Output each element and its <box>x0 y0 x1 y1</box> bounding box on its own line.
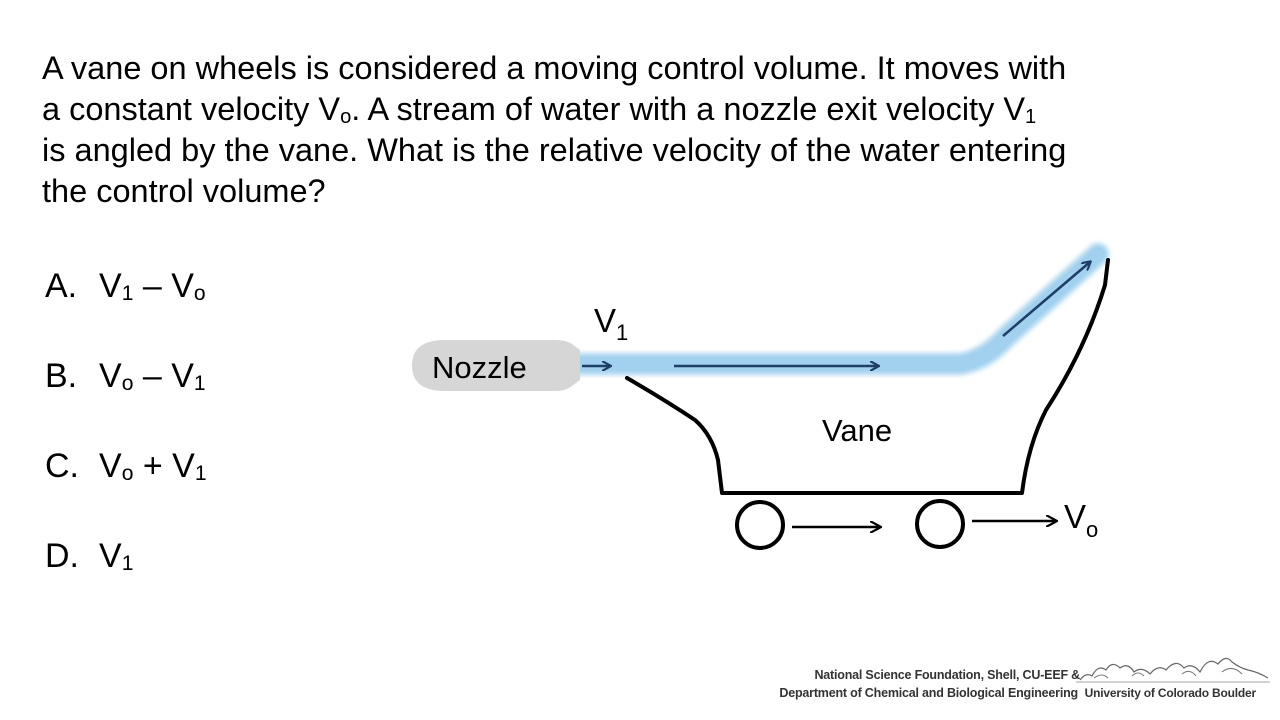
choice-operator: + V <box>133 447 195 485</box>
choice-letter: C. <box>45 447 79 485</box>
question-v1-subscript: 1 <box>1025 106 1037 128</box>
nozzle-shape <box>412 340 580 391</box>
question-line-1: A vane on wheels is considered a moving … <box>42 50 1067 86</box>
university-name: University of Colorado Boulder <box>1084 686 1257 700</box>
funding-credit: National Science Foundation, Shell, CU-E… <box>814 668 1080 682</box>
question-line-2a: a constant velocity V <box>42 91 341 127</box>
choice-letter: B. <box>45 357 78 395</box>
choice-letter: D. <box>45 537 79 575</box>
question-line-2c: . A stream of water with a nozzle exit v… <box>351 91 1026 127</box>
flow-arrow-inclined <box>1002 262 1090 337</box>
choice-c: C. Vo + V1 <box>45 446 207 486</box>
choice-subscript: 1 <box>121 282 134 305</box>
choice-subscript: o <box>121 372 134 395</box>
question-line-3: is angled by the vane. What is the relat… <box>42 132 1067 168</box>
choice-operator: – V <box>133 267 194 305</box>
wheel-left <box>735 500 785 550</box>
footer-credits: National Science Foundation, Shell, CU-E… <box>720 650 1280 720</box>
choice-subscript: 1 <box>121 552 134 575</box>
choice-subscript: o <box>121 462 134 485</box>
choice-subscript: o <box>193 282 206 305</box>
choice-text: V <box>99 537 122 575</box>
choice-subscript: 1 <box>194 462 207 485</box>
choice-operator: – V <box>133 357 194 395</box>
water-stream-core <box>571 247 1105 371</box>
nozzle-label: Nozzle <box>432 350 527 385</box>
question-vo-subscript: o <box>340 106 352 128</box>
department-credit: Department of Chemical and Biological En… <box>779 686 1078 700</box>
choice-text: V <box>99 447 122 485</box>
choice-letter: A. <box>45 267 78 305</box>
v1-label: V1 <box>594 302 628 345</box>
choice-d: D. V1 <box>45 536 133 576</box>
choice-text: V <box>99 357 122 395</box>
choice-b: B. Vo – V1 <box>45 356 206 396</box>
choice-a: A. V1 – Vo <box>45 266 206 306</box>
choice-text: V <box>99 267 122 305</box>
water-stream <box>567 243 1109 375</box>
mountain-logo-icon <box>1076 657 1270 683</box>
question-text: A vane on wheels is considered a moving … <box>42 48 1242 212</box>
question-line-4: the control volume? <box>42 173 326 209</box>
choice-subscript: 1 <box>193 372 206 395</box>
vane-outline <box>625 258 1110 495</box>
vo-label: Vo <box>1064 498 1098 542</box>
vane-label: Vane <box>822 413 892 448</box>
wheel-right <box>915 499 965 549</box>
